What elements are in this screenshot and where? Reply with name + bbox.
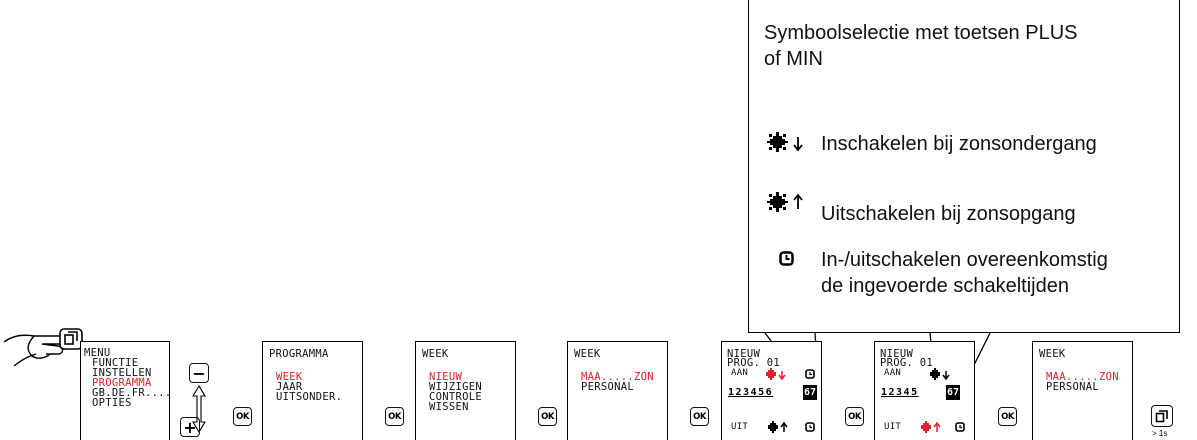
week-days-item-maa-zon[interactable]: MAA.....ZON [581,371,654,383]
week-item-controle[interactable]: CONTROLE [429,391,482,403]
menu-item-instellen[interactable]: INSTELLEN [92,367,152,379]
nieuw2-uit-label: UIT [884,422,902,432]
nieuw-aan-label: AAN [731,368,749,378]
sun-down-icon[interactable] [929,368,957,382]
day-highlight-2: 67 [946,385,960,400]
menu-item-functie[interactable]: FUNCTIE [92,357,139,369]
callout-header: Symboolselectie met toetsen PLUS [764,22,1078,44]
clock-icon [779,251,794,266]
sun-off-down-icon [767,132,803,152]
screen-nieuw-sundown: NIEUW PROG. 01 AAN 123456 67 UIT [721,341,822,440]
plus-button[interactable]: + [180,417,200,437]
ok-button-5[interactable]: OK [845,407,864,426]
clock-label: In-/uitschakelen overeenkomstig [821,249,1108,271]
programma-title: PROGRAMMA [269,348,329,360]
screen-nieuw-sunup: NIEUW PROG. 01 AAN 12345 67 UIT [874,341,975,440]
week-item-nieuw[interactable]: NIEUW [429,371,463,383]
week-days-title: WEEK [574,348,601,360]
menu-item-programma[interactable]: PROGRAMMA [92,377,152,389]
sun-up-label: Uitschakelen bij zonsopgang [821,203,1076,225]
week3-item-maa-zon[interactable]: MAA.....ZON [1046,371,1119,383]
screen-week-menu: WEEK NIEUW WIJZIGEN CONTROLE WISSEN [415,341,516,440]
programma-item-uitsonder[interactable]: UITSONDER. [276,391,343,403]
hand-pressing-button-icon [3,328,83,367]
clock-small-icon-2[interactable] [955,422,966,433]
nieuw2-title: NIEUW [880,348,914,360]
menu-item-opties[interactable]: OPTIES [92,397,132,409]
ok-button-4[interactable]: OK [690,407,709,426]
week3-title: WEEK [1039,348,1066,360]
day-highlight: 67 [803,385,817,400]
sun-off-up-icon [767,192,803,212]
screen-week-days: WEEK MAA.....ZON PERSONAL [567,341,668,440]
week-item-wissen[interactable]: WISSEN [429,401,469,413]
ok-button-2[interactable]: OK [385,407,404,426]
sun-down-red-icon[interactable] [765,368,793,382]
menu-button-icon [1155,410,1168,423]
sun-up-icon[interactable] [767,421,795,435]
screen-menu: MENU FUNCTIE INSTELLEN PROGRAMMA GB.DE.F… [80,341,172,440]
nieuw-prog: PROG. 01 [727,357,780,369]
ok-button-1[interactable]: OK [233,407,252,426]
sun-down-label: Inschakelen bij zonsondergang [821,133,1097,155]
ok-button-3[interactable]: OK [538,407,557,426]
nieuw-uit-label: UIT [731,422,749,432]
clock-small-icon[interactable] [805,369,816,380]
menu-item-language[interactable]: GB.DE.FR.... [92,387,172,399]
menu-button[interactable] [1151,405,1173,427]
week3-item-personal[interactable]: PERSONAL [1046,381,1099,393]
hold-duration-label: > 1s [1152,429,1168,438]
week-title: WEEK [422,348,449,360]
screen-week-days-final: WEEK MAA.....ZON PERSONAL [1032,341,1133,440]
nieuw2-aan-label: AAN [884,368,902,378]
programma-item-week[interactable]: WEEK [276,371,303,383]
ok-button-6[interactable]: OK [998,407,1017,426]
week-item-wijzigen[interactable]: WIJZIGEN [429,381,482,393]
nieuw-title: NIEUW [727,348,761,360]
clock-label-line2: de ingevoerde schakeltijden [821,275,1069,297]
day-numbers-2: 12345 [881,387,919,398]
screen-programma: PROGRAMMA WEEK JAAR UITSONDER. [262,341,363,440]
callout-header-line2: of MIN [764,48,823,70]
nieuw2-prog: PROG. 01 [880,357,933,369]
sun-up-red-icon[interactable] [920,421,948,435]
clock-small-icon-uit[interactable] [805,422,816,433]
menu-title: MENU [84,347,111,359]
week-days-item-personal[interactable]: PERSONAL [581,381,634,393]
programma-item-jaar[interactable]: JAAR [276,381,303,393]
minus-button[interactable]: − [189,363,209,383]
symbol-legend-callout: Symboolselectie met toetsen PLUS of MIN … [748,0,1180,333]
day-numbers: 123456 [728,387,774,398]
